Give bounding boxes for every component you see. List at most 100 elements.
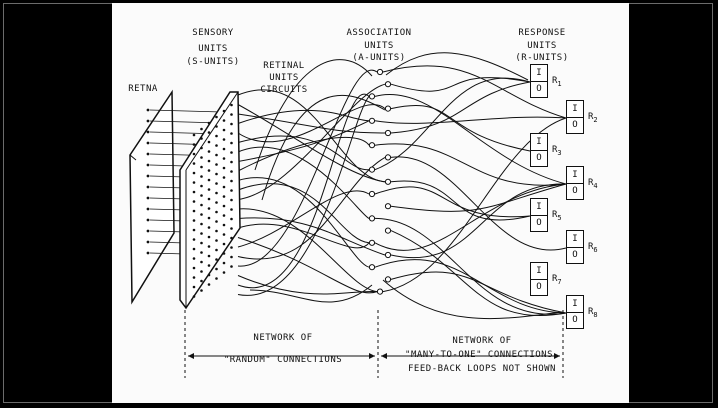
sensory-unit-dot xyxy=(222,204,226,208)
association-unit-node xyxy=(368,215,376,222)
sensory-unit-dot xyxy=(200,270,203,273)
random-connection-line xyxy=(237,217,386,256)
response-units-label: RESPONSE UNITS (R-UNITS) xyxy=(510,28,574,63)
sensory-unit-dot xyxy=(230,189,233,192)
many-line-1: NETWORK OF xyxy=(452,336,512,346)
sensory-unit-dot xyxy=(230,151,233,154)
sensory-unit-dot xyxy=(207,273,211,277)
sensory-unit-dot xyxy=(222,214,226,217)
many-to-one-line xyxy=(374,94,567,185)
response-unit-label: R4 xyxy=(588,178,598,190)
retina-point xyxy=(146,251,150,255)
sensory-unit-dot xyxy=(215,125,218,128)
sensory-unit-dot xyxy=(215,239,218,242)
sensory-unit-dot xyxy=(192,171,196,175)
sensory-panel-edge xyxy=(185,91,239,171)
sensory-unit-dot xyxy=(230,122,233,126)
retina-point xyxy=(146,185,150,189)
sensory-unit-dot xyxy=(192,238,196,241)
retina-point xyxy=(146,196,150,200)
sensory-unit-dot xyxy=(215,144,218,147)
retina-point xyxy=(146,141,150,145)
sensory-unit-dot xyxy=(222,109,226,113)
sensory-unit-dot xyxy=(192,295,196,298)
random-connection-line xyxy=(237,275,378,295)
response-unit-off: O xyxy=(572,120,578,130)
random-connection-line xyxy=(237,190,370,248)
arrowhead xyxy=(554,353,560,359)
retina-label: RETNA xyxy=(126,84,160,94)
retina-point xyxy=(146,163,150,167)
sensory-unit-dot xyxy=(215,182,218,185)
sensory-unit-dot xyxy=(215,201,218,204)
sensory-unit-dot xyxy=(215,277,218,280)
association-unit-node xyxy=(384,81,392,88)
sensory-unit-dot xyxy=(230,227,233,230)
sensory-unit-dot xyxy=(215,163,218,166)
sensory-unit-dot xyxy=(222,223,226,227)
sensory-unit-dot xyxy=(222,147,226,151)
sensory-unit-dot xyxy=(222,157,226,160)
sensory-unit-dot xyxy=(215,258,218,261)
retina-point xyxy=(146,152,150,156)
sensory-unit-dot xyxy=(192,276,196,279)
assoc-line-3: (A-UNITS) xyxy=(352,53,406,63)
many-line-3: FEED-BACK LOOPS NOT SHOWN xyxy=(408,364,556,374)
sensory-unit-dot xyxy=(192,143,196,146)
many-to-one-line xyxy=(390,156,567,251)
response-unit-on: I xyxy=(531,263,547,280)
sensory-unit-dot xyxy=(200,137,203,140)
response-unit-label: R3 xyxy=(552,145,562,157)
random-connection-line xyxy=(237,96,370,296)
resp-line-1: RESPONSE xyxy=(518,28,566,38)
sensory-unit-dot xyxy=(200,194,203,197)
sensory-unit-dot xyxy=(230,103,233,107)
random-connection-line xyxy=(237,104,386,143)
sensory-unit-dot xyxy=(207,140,211,144)
association-units-label: ASSOCIATION UNITS (A-UNITS) xyxy=(340,28,418,63)
sensory-unit-dot xyxy=(230,179,233,183)
sensory-panel xyxy=(179,91,241,310)
response-unit-label: R2 xyxy=(588,112,598,124)
many-line-2: "MANY-TO-ONE" CONNECTIONS. xyxy=(405,350,559,360)
retina-point xyxy=(146,240,150,244)
random-connection-line xyxy=(249,284,373,303)
sensory-unit-dot xyxy=(207,283,211,286)
sensory-unit-dot xyxy=(207,197,211,201)
many-to-one-line xyxy=(374,143,567,186)
sensory-unit-dot xyxy=(215,220,218,223)
response-unit-on: I xyxy=(567,167,583,184)
retinal-units-label: RETINAL UNITS CIRCUITS xyxy=(256,61,312,95)
sensory-unit-dot xyxy=(192,219,196,222)
many-to-one-line xyxy=(374,217,567,315)
sensory-unit-dot xyxy=(200,165,203,169)
sensory-unit-dot xyxy=(222,271,226,274)
network-random-label: NETWORK OF "RANDOM" CONNECTIONS xyxy=(219,333,347,365)
many-to-one-line xyxy=(385,52,529,81)
sensory-unit-dot xyxy=(222,176,226,179)
response-unit-off: O xyxy=(536,218,542,228)
random-connection-line xyxy=(237,93,370,289)
sensory-unit-dot xyxy=(200,184,203,188)
sensory-unit-dot xyxy=(207,178,211,182)
sensory-unit-dot xyxy=(207,264,211,267)
sensory-unit-dot xyxy=(222,261,226,265)
sensory-unit-dot xyxy=(192,190,196,194)
sensory-unit-dot xyxy=(207,254,211,258)
response-unit-label: R6 xyxy=(588,242,598,254)
response-unit-off: O xyxy=(572,250,578,260)
association-unit-node xyxy=(368,117,376,124)
sensory-unit-dot xyxy=(222,119,226,122)
sensory-unit-dot xyxy=(200,289,203,292)
sensory-unit-dot xyxy=(215,248,218,252)
association-unit-node xyxy=(384,129,392,137)
sensory-unit-dot xyxy=(222,242,226,246)
many-to-one-line xyxy=(382,65,567,119)
response-unit-on: I xyxy=(531,199,547,216)
response-unit-off: O xyxy=(572,186,578,196)
resp-line-3: (R-UNITS) xyxy=(515,53,569,63)
association-unit-node xyxy=(384,154,392,161)
